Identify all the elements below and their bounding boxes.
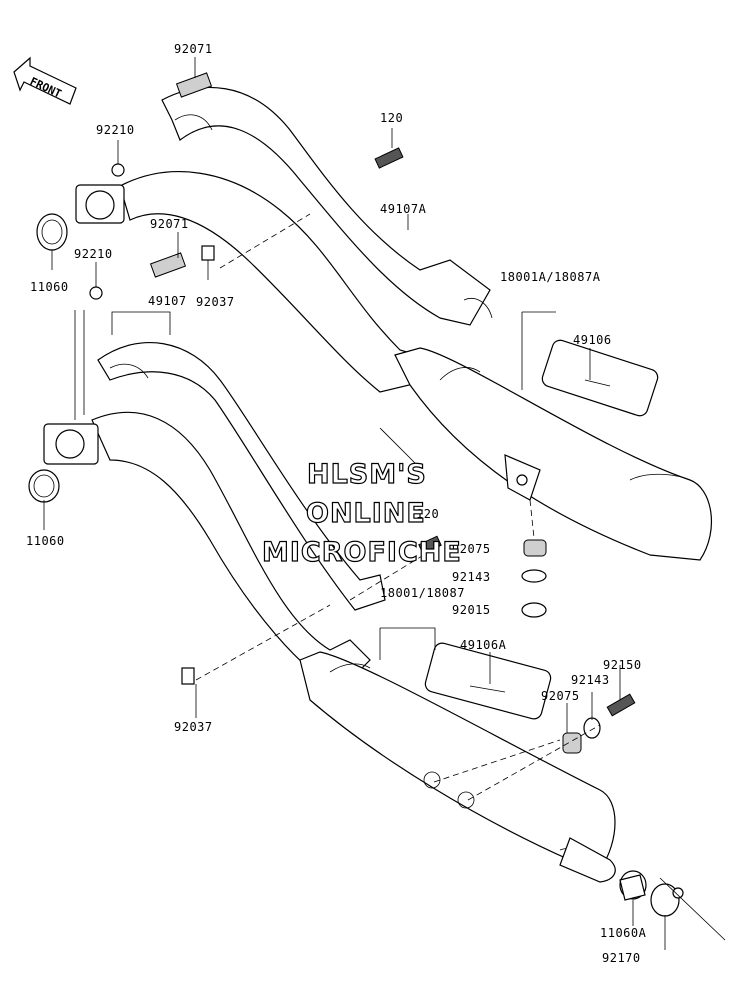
watermark-line-1: HLSM'S — [307, 459, 427, 490]
label-92075-top: 92075 — [452, 542, 491, 556]
upper-exhaust-pipe — [75, 86, 712, 561]
label-11060-top: 11060 — [30, 280, 69, 294]
label-11060-mid: 11060 — [26, 534, 65, 548]
label-18001A-18087A: 18001A/18087A — [500, 270, 601, 284]
label-92210-mid: 92210 — [74, 247, 113, 261]
lower-exhaust-pipe — [43, 341, 616, 883]
label-92210-top: 92210 — [96, 123, 135, 137]
label-92071-mid: 92071 — [150, 217, 189, 231]
leader-lines — [43, 57, 666, 950]
label-92037-top: 92037 — [196, 295, 235, 309]
label-92150: 92150 — [603, 658, 642, 672]
label-92170: 92170 — [602, 951, 641, 965]
hardware-parts — [28, 72, 726, 941]
label-92143-top: 92143 — [452, 570, 491, 584]
label-120-mid: 120 — [416, 507, 439, 521]
label-18001-18087: 18001/18087 — [380, 586, 465, 600]
label-49107: 49107 — [148, 294, 187, 308]
label-11060A: 11060A — [600, 926, 647, 940]
label-92071-top: 92071 — [174, 42, 213, 56]
label-49107A: 49107A — [380, 202, 427, 216]
label-92075-bot: 92075 — [541, 689, 580, 703]
label-92143-bot: 92143 — [571, 673, 610, 687]
front-arrow-icon: FRONT — [13, 56, 77, 105]
label-92015: 92015 — [452, 603, 491, 617]
watermark-line-3: MICROFICHE — [262, 537, 462, 568]
watermark-line-2: ONLINE — [306, 498, 426, 529]
label-49106A: 49106A — [460, 638, 507, 652]
label-49106: 49106 — [573, 333, 612, 347]
label-92037-bot: 92037 — [174, 720, 213, 734]
label-120-top: 120 — [380, 111, 403, 125]
